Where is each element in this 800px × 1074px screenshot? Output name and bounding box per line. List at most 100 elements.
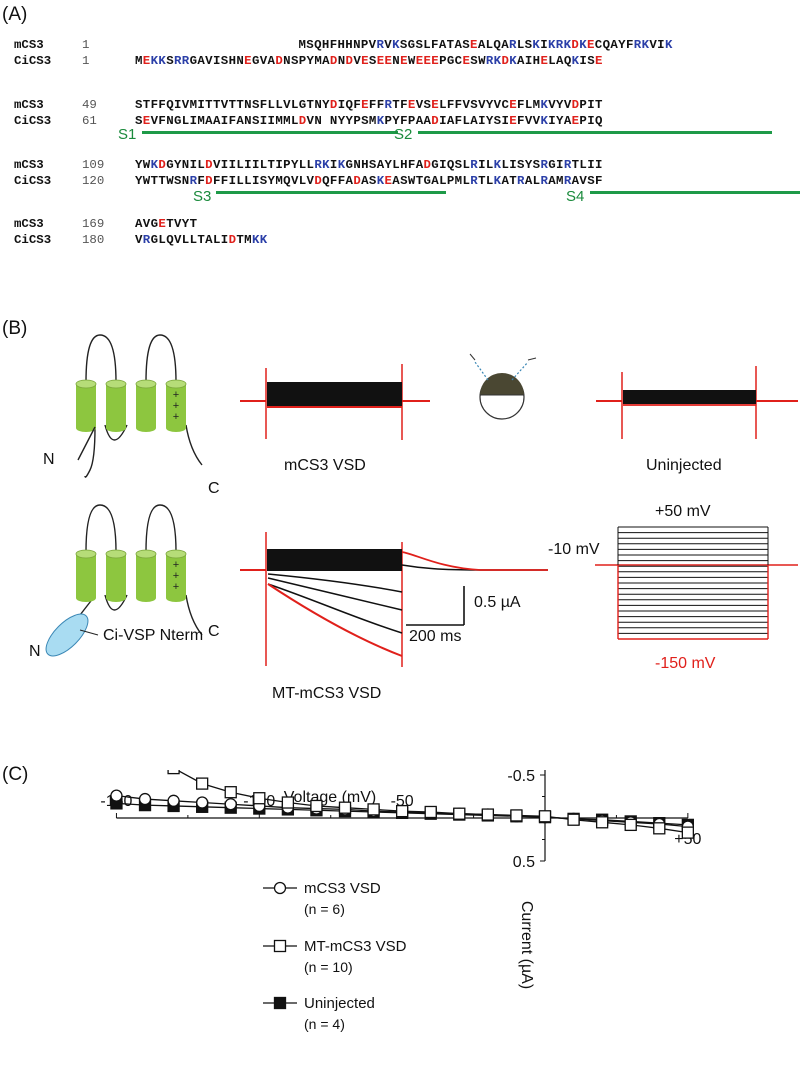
- voltage-protocol: [595, 526, 798, 640]
- legend-n-label: (n = 4): [304, 1016, 345, 1032]
- legend-n-label: (n = 10): [304, 959, 353, 975]
- data-point-mt-mcs3: [538, 810, 552, 823]
- mcs3-vsd-label: mCS3 VSD: [284, 457, 366, 474]
- panel-label-a: (A): [2, 4, 28, 25]
- s3-bar: [216, 191, 446, 194]
- iv-chart: -150-100-50+500.5-0.5-1.0-1.5-2.0-2.5-3.…: [100, 770, 702, 1032]
- vsd-topology-diagram: + + +: [75, 334, 203, 478]
- legend-marker-circle: [273, 881, 287, 895]
- seq-name: mCS3: [14, 158, 44, 172]
- s2-bar: [418, 131, 772, 134]
- seq-start-number: 120: [82, 174, 105, 188]
- y-tick-label: -0.5: [507, 770, 535, 785]
- mt-mcs3-vsd-label: MT-mCS3 VSD: [272, 685, 382, 702]
- data-point-mt-mcs3: [224, 786, 237, 799]
- panel-label-b: (B): [2, 318, 28, 339]
- data-point-mt-mcs3: [395, 804, 409, 818]
- seq-start-number: 169: [82, 217, 105, 231]
- n-terminus-label-1: N: [43, 451, 55, 468]
- helix-s3: [135, 379, 157, 432]
- s4-label: S4: [566, 188, 585, 205]
- seq-name: mCS3: [14, 38, 44, 52]
- mt-vsd-topology-diagram: + + +: [45, 504, 203, 657]
- seq-start-number: 180: [82, 233, 105, 247]
- data-point-mt-mcs3: [167, 770, 180, 775]
- data-point-mt-mcs3: [424, 805, 437, 819]
- sequence-row: MSQHFHHNPVRVKSGSLFATASEALQARLSKIKRKDKECQ…: [298, 38, 673, 52]
- svg-text:+: +: [173, 400, 179, 412]
- legend-marker-open-square: [273, 939, 287, 953]
- legend-label: mCS3 VSD: [304, 880, 381, 897]
- seq-start-number: 1: [82, 54, 90, 68]
- x-axis-label: Voltage (mV): [284, 789, 376, 806]
- seq-name: CiCS3: [14, 114, 52, 128]
- sequence-row: YWKDGYNILDVIILIILTIPYLLRKIKGNHSAYLHFADGI…: [135, 158, 603, 172]
- oocyte-electrode-icon: [469, 353, 537, 420]
- seq-name: CiCS3: [14, 54, 52, 68]
- legend-n-label: (n = 6): [304, 901, 345, 917]
- helix-s4: + + +: [165, 379, 187, 432]
- y-axis-label: Current (µA): [518, 901, 535, 989]
- data-point-mcs3: [138, 792, 152, 806]
- trace-mt-mcs3-vsd: [240, 532, 548, 667]
- data-point-mt-mcs3: [653, 822, 666, 835]
- data-point-mt-mcs3: [338, 801, 352, 814]
- seq-name: CiCS3: [14, 233, 52, 247]
- legend-label: MT-mCS3 VSD: [304, 938, 407, 955]
- data-point-mt-mcs3: [367, 803, 380, 816]
- s2-label: S2: [394, 126, 413, 143]
- data-point-mcs3: [224, 798, 237, 811]
- seq-start-number: 109: [82, 158, 105, 172]
- y-tick-label: 0.5: [513, 854, 535, 871]
- data-point-mcs3: [110, 789, 123, 802]
- s4-bar: [590, 191, 800, 194]
- svg-text:+: +: [173, 581, 179, 593]
- panel-label-c: (C): [2, 764, 29, 785]
- ci-vsp-nterm-label: Ci-VSP Nterm: [103, 627, 204, 644]
- data-point-mt-mcs3: [624, 818, 637, 832]
- sequence-row: STFFQIVMITTVTTNSFLLVLGTNYDIQFEFFRTFEVSEL…: [135, 98, 603, 112]
- data-point-mt-mcs3: [253, 792, 266, 805]
- sequence-row: YWTTWSNRFDFFILLISYMQVLVDQFFADASKEASWTGAL…: [135, 174, 603, 188]
- data-point-mt-mcs3: [453, 807, 466, 820]
- trace-mcs3-vsd: [240, 364, 430, 440]
- svg-text:+: +: [173, 389, 179, 401]
- seq-name: mCS3: [14, 217, 44, 231]
- s3-label: S3: [193, 188, 212, 205]
- legend-marker-filled-square: [273, 996, 287, 1010]
- scale-time-label: 200 ms: [409, 628, 462, 645]
- data-point-mt-mcs3: [681, 826, 694, 839]
- data-point-mt-mcs3: [595, 816, 609, 829]
- scale-bar: [406, 586, 465, 626]
- svg-text:+: +: [173, 570, 179, 582]
- protocol-hold-label: -10 mV: [548, 541, 600, 558]
- protocol-bottom-label: -150 mV: [655, 655, 716, 672]
- sequence-row: AVGETVYT: [135, 217, 198, 231]
- data-point-mt-mcs3: [481, 808, 495, 821]
- helix-s2: [105, 379, 127, 432]
- c-terminus-label-1: C: [208, 480, 220, 497]
- s1-label: S1: [118, 126, 137, 143]
- data-point-mcs3: [196, 796, 209, 809]
- seq-start-number: 49: [82, 98, 97, 112]
- protocol-top-label: +50 mV: [655, 503, 711, 520]
- svg-text:+: +: [173, 559, 179, 571]
- data-point-mt-mcs3: [310, 799, 323, 813]
- seq-start-number: 1: [82, 38, 90, 52]
- ci-vsp-nterm-domain: [45, 613, 89, 657]
- sequence-row: MEKKSRRGAVISHNEGVADNSPYMADNDVESEENEWEEEP…: [135, 54, 603, 68]
- seq-start-number: 61: [82, 114, 97, 128]
- data-point-mcs3: [167, 794, 180, 807]
- data-point-mt-mcs3: [196, 777, 209, 790]
- uninjected-label: Uninjected: [646, 457, 722, 474]
- x-tick-label: +50: [674, 831, 701, 848]
- trace-uninjected: [596, 366, 798, 439]
- n-terminus-label-2: N: [29, 643, 41, 660]
- scale-current-label: 0.5 µA: [474, 594, 521, 611]
- data-point-mt-mcs3: [281, 796, 295, 809]
- data-point-mt-mcs3: [567, 813, 580, 826]
- helix-s1: [75, 379, 97, 432]
- c-terminus-label-2: C: [208, 623, 220, 640]
- data-point-mt-mcs3: [510, 809, 523, 822]
